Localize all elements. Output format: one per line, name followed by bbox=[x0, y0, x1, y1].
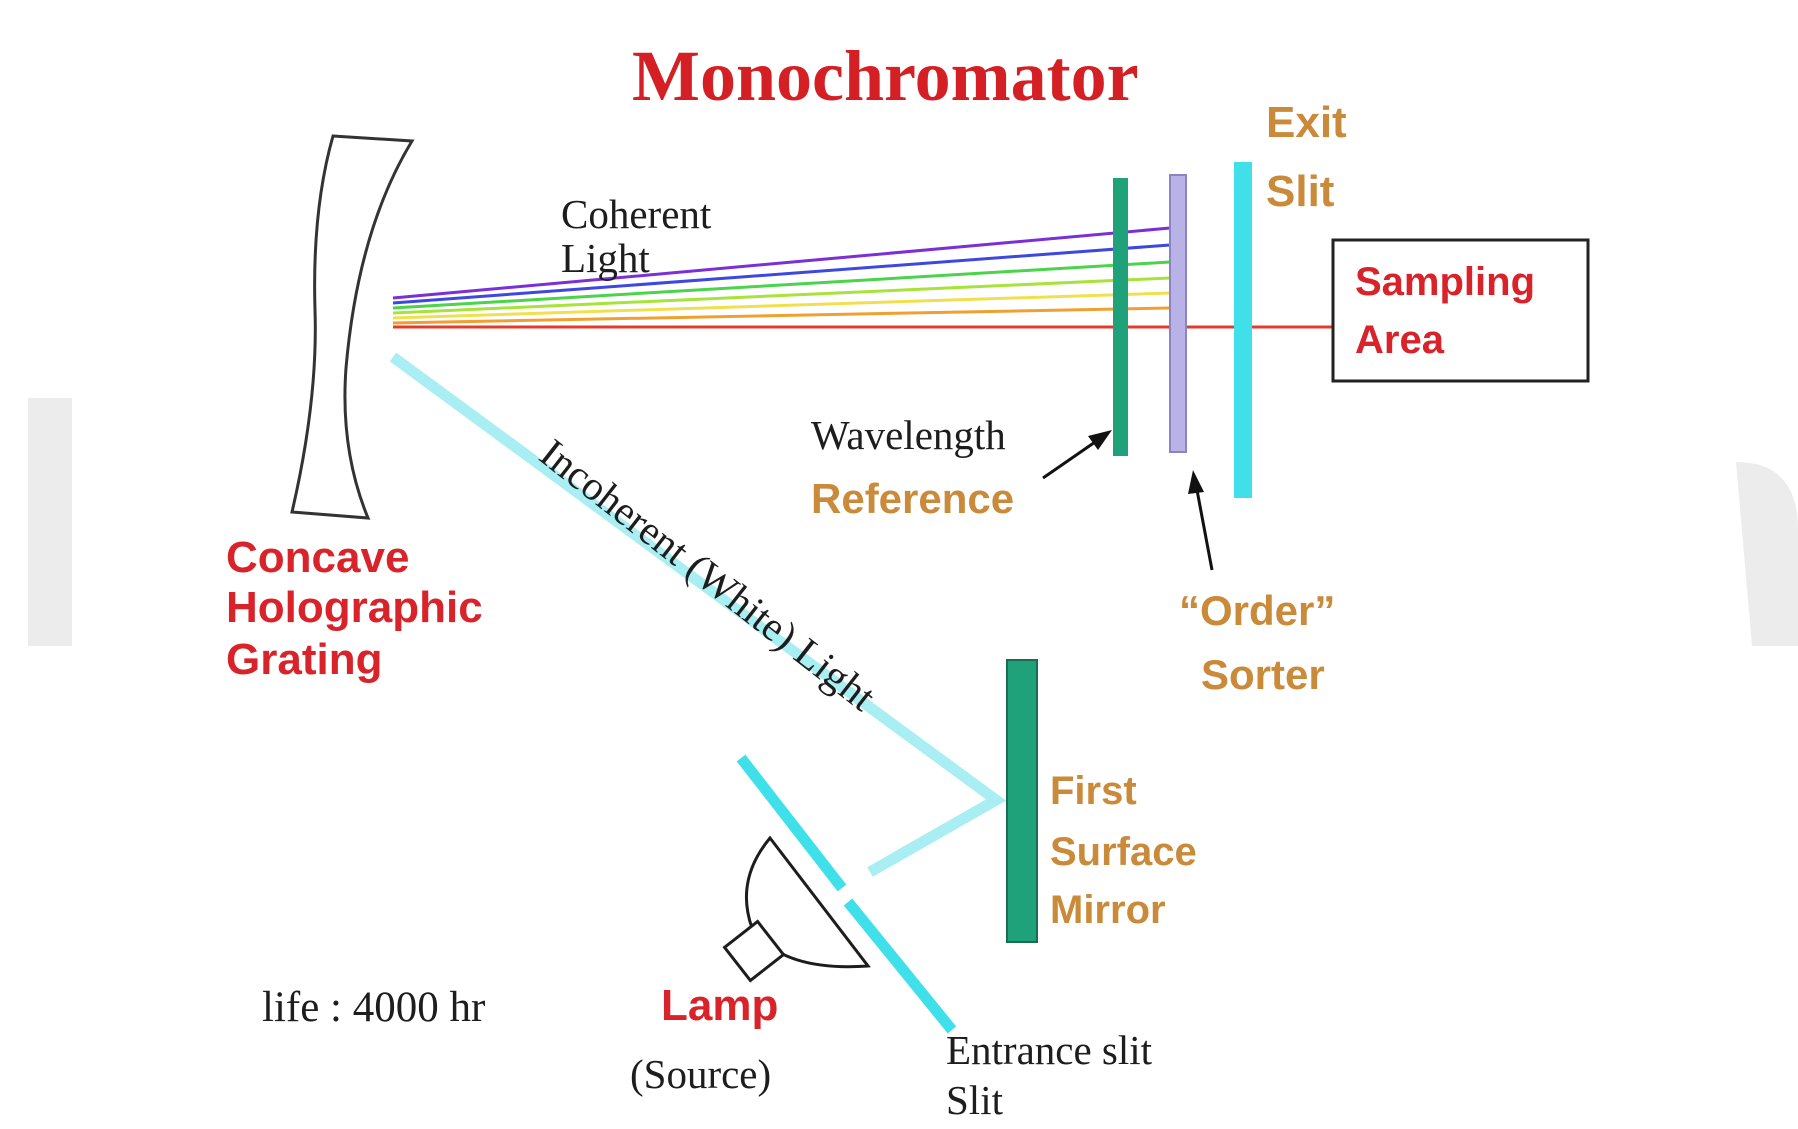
wavelength-label: Wavelength bbox=[811, 412, 1006, 458]
left-panel-edge bbox=[28, 398, 72, 646]
grating-label-line2: Holographic bbox=[226, 583, 483, 632]
grating-label-line3: Grating bbox=[226, 635, 383, 684]
entrance-slit-label-line1: Entrance slit bbox=[946, 1027, 1153, 1073]
order-sorter-plate bbox=[1169, 174, 1187, 453]
lamp-source-label: (Source) bbox=[630, 1051, 772, 1097]
wavelength-reference-arrow-head bbox=[1088, 430, 1112, 450]
lamp-life-label: life : 4000 hr bbox=[262, 984, 486, 1031]
order-sorter-arrow-head bbox=[1188, 470, 1204, 494]
lamp-base bbox=[722, 919, 786, 983]
concave-grating-shape bbox=[290, 134, 415, 520]
order-sorter-arrow-line bbox=[1195, 489, 1214, 571]
sampling-area-box bbox=[1331, 238, 1590, 383]
spectrum-beam-3 bbox=[392, 260, 1171, 310]
spectrum-beam-1 bbox=[392, 226, 1171, 300]
sampling-area-label-line2: Area bbox=[1355, 318, 1444, 362]
first-surface-mirror-bar bbox=[1006, 659, 1038, 943]
sampling-area-label-line1: Sampling bbox=[1355, 260, 1536, 304]
exit-slit-label-line1: Exit bbox=[1266, 98, 1347, 147]
wavelength-reference-plate bbox=[1113, 178, 1128, 456]
coherent-light-label-line1: Coherent bbox=[561, 191, 712, 237]
entrance-slit-upper bbox=[736, 754, 847, 892]
wavelength-reference-arrow-line bbox=[1042, 438, 1099, 480]
entrance-slit-label-line2: Slit bbox=[946, 1077, 1003, 1123]
mirror-label-line2: Surface bbox=[1050, 830, 1197, 874]
incoherent-light-beam bbox=[389, 352, 1007, 877]
reference-label: Reference bbox=[811, 475, 1015, 522]
coherent-light-label-line2: Light bbox=[561, 235, 650, 281]
exit-slit-label-line2: Slit bbox=[1266, 167, 1335, 216]
spectrum-beam-6 bbox=[392, 306, 1171, 325]
exit-slit-bar bbox=[1234, 162, 1252, 498]
order-sorter-label-line1: “Order” bbox=[1179, 587, 1336, 634]
spectrum-beam-5 bbox=[392, 291, 1171, 320]
order-sorter-label-line2: Sorter bbox=[1201, 651, 1325, 698]
spectrum-beam-2 bbox=[392, 243, 1171, 305]
mirror-label-line3: Mirror bbox=[1050, 888, 1166, 932]
spectrum-beams bbox=[392, 226, 1171, 329]
lamp-label: Lamp bbox=[661, 981, 779, 1030]
right-panel-edge bbox=[1736, 462, 1798, 646]
grating-label-line1: Concave bbox=[226, 533, 410, 582]
mirror-label-line1: First bbox=[1050, 769, 1137, 813]
diagram-title: Monochromator bbox=[632, 36, 1139, 116]
spectrum-beam-4 bbox=[392, 276, 1171, 315]
entrance-slit-lower bbox=[843, 898, 957, 1034]
